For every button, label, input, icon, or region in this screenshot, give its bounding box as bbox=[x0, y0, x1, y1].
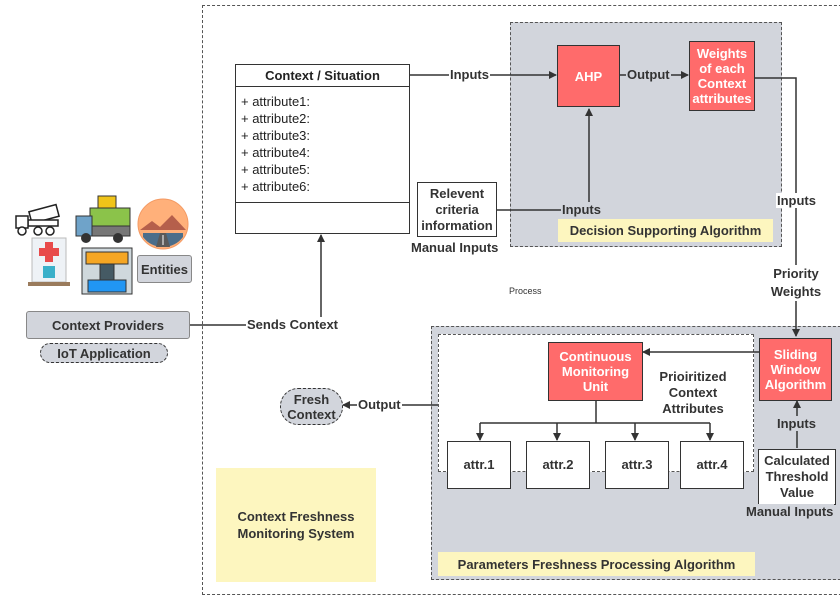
edge-label-sends-context: Sends Context bbox=[246, 317, 340, 332]
ahp-box: AHP bbox=[557, 45, 620, 107]
context-attribute: + attribute2: bbox=[241, 111, 311, 126]
manual-inputs-label: Manual Inputs bbox=[410, 240, 500, 255]
entities-label: Entities bbox=[137, 255, 192, 283]
iot-application-pill: IoT Application bbox=[40, 343, 168, 363]
road-landscape-icon bbox=[137, 198, 189, 250]
factory-machine-icon bbox=[81, 247, 133, 295]
manual-inputs-label: Manual Inputs bbox=[745, 504, 835, 519]
context-attribute: + attribute1: bbox=[241, 94, 311, 109]
threshold-value-box: Calculated Threshold Value bbox=[758, 449, 836, 505]
attribute-box: attr.2 bbox=[526, 441, 590, 489]
decision-supporting-caption: Decision Supporting Algorithm bbox=[558, 219, 773, 242]
edge-label-inputs: Inputs bbox=[449, 67, 490, 82]
context-attribute: + attribute5: bbox=[241, 162, 311, 177]
attribute-box: attr.1 bbox=[447, 441, 511, 489]
context-attribute: + attribute3: bbox=[241, 128, 311, 143]
hospital-icon bbox=[28, 237, 70, 286]
context-attribute: + attribute6: bbox=[241, 179, 311, 194]
context-attribute-list: + attribute1: + attribute2: + attribute3… bbox=[236, 87, 409, 203]
cargo-truck-icon bbox=[75, 195, 131, 243]
attribute-box: attr.3 bbox=[605, 441, 669, 489]
attribute-box: attr.4 bbox=[680, 441, 744, 489]
edge-label-inputs: Inputs bbox=[776, 193, 817, 208]
sliding-window-box: Sliding Window Algorithm bbox=[759, 338, 832, 401]
context-providers-box: Context Providers bbox=[26, 311, 190, 339]
edge-label-inputs: Inputs bbox=[561, 202, 602, 217]
continuous-monitoring-box: Continuous Monitoring Unit bbox=[548, 342, 643, 401]
edge-label-output: Output bbox=[626, 67, 671, 82]
criteria-info-box: Relevent criteria information bbox=[417, 182, 497, 237]
edge-label-priority-weights: Priority Weights bbox=[760, 265, 832, 301]
context-attribute: + attribute4: bbox=[241, 145, 311, 160]
edge-label-inputs: Inputs bbox=[776, 416, 817, 431]
weights-box: Weights of each Context attributes bbox=[689, 41, 755, 111]
entity-icons bbox=[8, 192, 193, 300]
system-name-note: Context Freshness Monitoring System bbox=[216, 468, 376, 582]
parameters-freshness-caption: Parameters Freshness Processing Algorith… bbox=[438, 552, 755, 576]
prioritized-attributes-label: Prioiritized Context Attributes bbox=[659, 369, 727, 416]
process-label: Process bbox=[509, 286, 542, 296]
context-box-title: Context / Situation bbox=[236, 65, 409, 87]
edge-label-output: Output bbox=[357, 397, 402, 412]
fresh-context-node: Fresh Context bbox=[280, 388, 343, 425]
context-situation-box: Context / Situation + attribute1: + attr… bbox=[235, 64, 410, 234]
dump-truck-icon bbox=[15, 203, 60, 236]
